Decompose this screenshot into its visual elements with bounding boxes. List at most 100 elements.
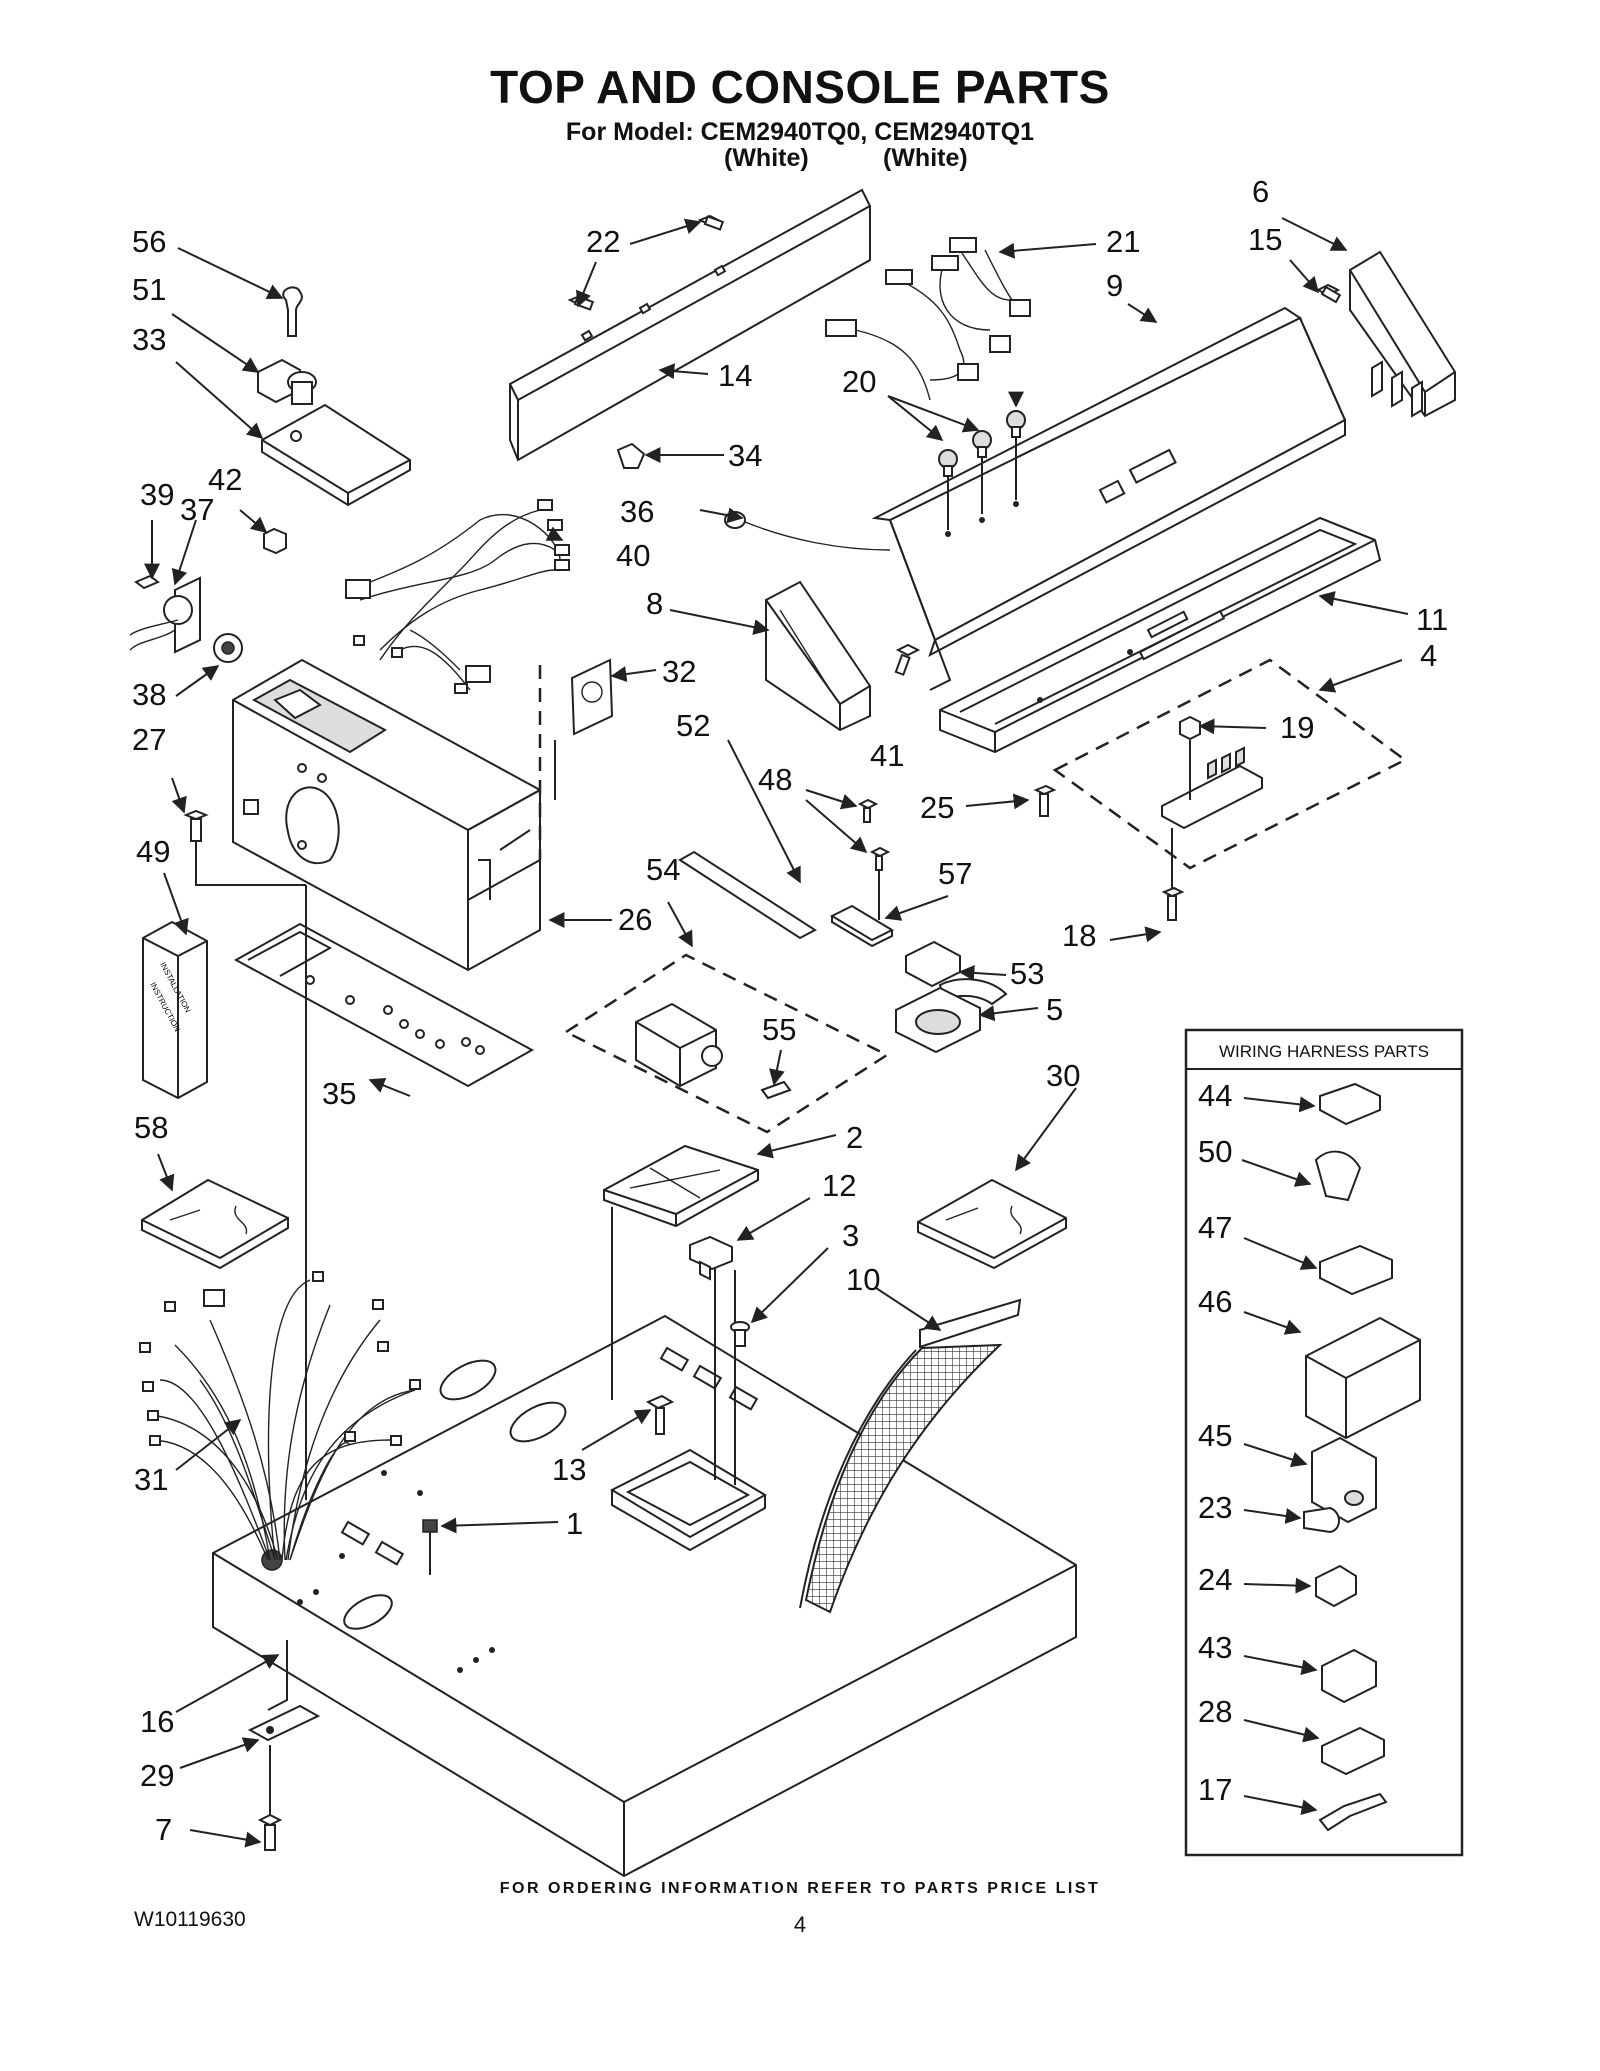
nut-42 [263,527,287,555]
part-label-39: 39 [140,477,174,512]
part-labels: 56 51 33 39 37 42 38 27 49 35 58 31 16 2… [132,174,1448,1847]
screw-15 [1315,283,1342,304]
part-label-17: 17 [1198,1772,1232,1807]
part-label-26: 26 [618,902,652,937]
terminal-17 [1318,1792,1388,1832]
part-label-27: 27 [132,722,166,757]
bracket-29 [247,1640,321,1820]
page-title: TOP AND CONSOLE PARTS [490,61,1110,113]
strike-12 [689,1235,733,1281]
part-label-14: 14 [718,358,752,393]
part-label-53: 53 [1010,956,1044,991]
part-label-1: 1 [566,1506,583,1541]
ground-wire-36 [724,511,891,551]
knob-38 [213,633,243,663]
part-label-37: 37 [180,492,214,527]
part-label-45: 45 [1198,1418,1232,1453]
clip-50 [1314,1150,1362,1202]
part-label-8: 8 [646,586,663,621]
screw-27 [183,809,306,886]
part-label-24: 24 [1198,1562,1232,1597]
part-label-3: 3 [842,1218,859,1253]
part-label-15: 15 [1248,222,1282,257]
screw-3 [730,1321,750,1347]
screw-41 [894,643,921,676]
part-label-32: 32 [662,654,696,689]
part-label-47: 47 [1198,1210,1232,1245]
console-base-11 [939,516,1382,754]
page-number: 4 [793,1912,807,1937]
part-label-46: 46 [1198,1284,1232,1319]
part-label-35: 35 [322,1076,356,1111]
part-label-38: 38 [132,677,166,712]
part-label-11: 11 [1416,602,1448,637]
screw-7 [257,1813,283,1851]
color-label-left: (White) [724,144,809,172]
lock-assembly-54 [563,953,890,1134]
screw-48 [857,798,891,920]
color-label-right: (White) [883,144,968,172]
part-label-55: 55 [762,1012,796,1047]
model-subtitle: For Model: CEM2940TQ0, CEM2940TQ1 [565,118,1035,146]
shield-35 [233,922,535,1088]
part-label-25: 25 [920,790,954,825]
connector-28 [1321,1726,1385,1776]
part-label-41: 41 [870,738,904,773]
part-label-34: 34 [728,438,762,473]
lid-switch-53 [905,940,1008,1006]
wiring-harness-panel: WIRING HARNESS PARTS 44 50 47 46 45 23 2… [1184,1028,1464,1857]
part-label-28: 28 [1198,1694,1232,1729]
console-back-14 [509,188,871,462]
part-label-30: 30 [1046,1058,1080,1093]
part-label-44: 44 [1198,1078,1232,1113]
key-56 [282,286,303,337]
part-label-2: 2 [846,1120,863,1155]
screw-25 [1033,784,1057,817]
wire-harness-31 [139,1271,421,1561]
mounting-plate-33 [261,403,411,507]
installation-booklet: INSTALLATION INSTRUCTION [142,920,208,1100]
board-32 [538,658,614,860]
part-label-5: 5 [1046,992,1063,1027]
part-label-21: 21 [1106,224,1140,259]
end-cap-8 [765,580,871,732]
part-label-49: 49 [136,834,170,869]
part-label-54: 54 [646,852,680,887]
lint-opening [609,1207,767,1552]
buttons-20 [938,410,1026,530]
part-label-9: 9 [1106,268,1123,303]
pad-30 [917,1178,1067,1270]
part-label-16: 16 [140,1704,174,1739]
screw-18 [1161,886,1185,921]
part-label-40: 40 [616,538,650,573]
console-body [232,658,541,972]
part-label-48: 48 [758,762,792,797]
terminal-23 [1303,1506,1340,1534]
clip-1 [422,1519,438,1575]
connector-43 [1321,1648,1377,1704]
part-label-20: 20 [842,364,876,399]
part-label-12: 12 [822,1168,856,1203]
part-label-51: 51 [132,272,166,307]
document-number: W10119630 [134,1908,246,1931]
harness-21 [825,237,1031,401]
timer-37 [129,574,201,654]
lint-cover [603,1144,759,1228]
connector-44 [1319,1082,1381,1126]
wiring-panel-title: WIRING HARNESS PARTS [1219,1042,1429,1061]
lock-51 [257,358,317,405]
part-label-6: 6 [1252,174,1269,209]
leader-lines [144,217,1409,1848]
clip-34 [616,442,646,469]
part-label-18: 18 [1062,918,1096,953]
part-label-31: 31 [134,1462,168,1497]
ordering-note: FOR ORDERING INFORMATION REFER TO PARTS … [499,1880,1101,1897]
part-label-19: 19 [1280,710,1314,745]
part-label-22: 22 [586,224,620,259]
harness-40 [345,499,570,694]
part-label-52: 52 [676,708,710,743]
connector-46 [1305,1316,1421,1440]
part-label-42: 42 [208,462,242,497]
part-label-57: 57 [938,856,972,891]
